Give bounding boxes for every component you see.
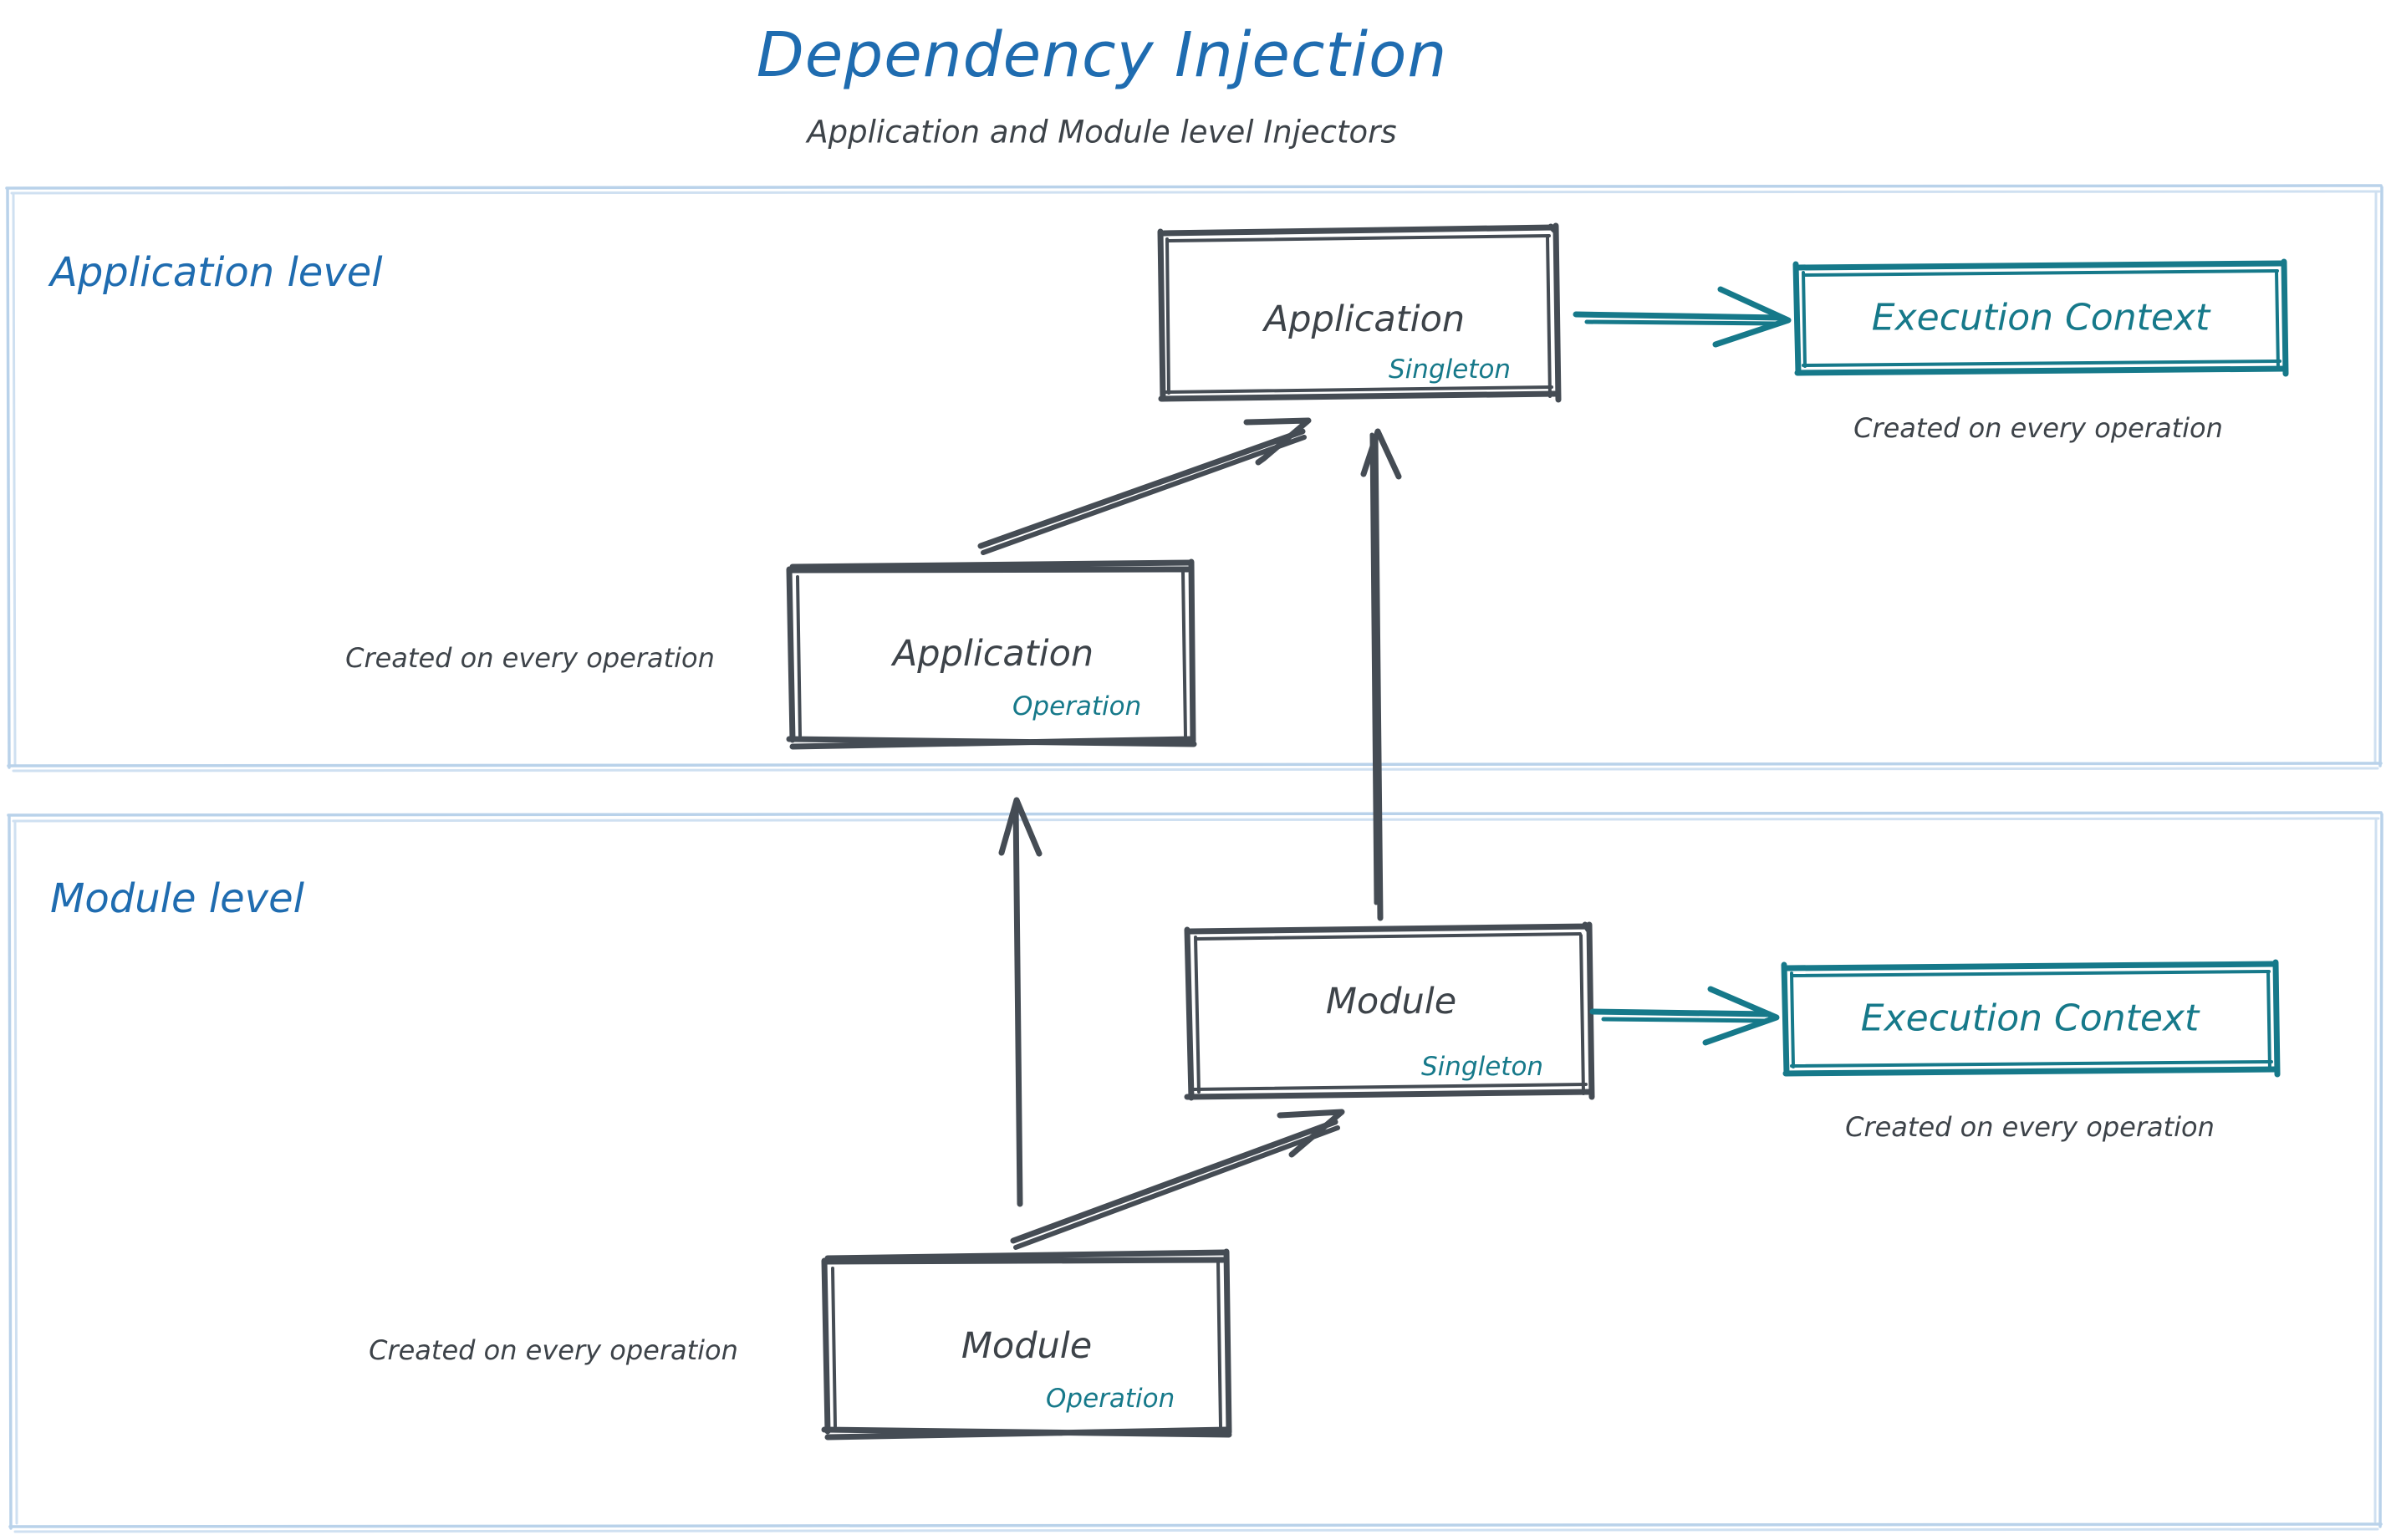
node-application-operation-caption: Created on every operation — [345, 642, 715, 674]
node-module-operation-tag: Operation — [1046, 1384, 1175, 1414]
node-application-operation-title: Application — [892, 633, 1094, 675]
node-execution-context-app-title: Execution Context — [1871, 296, 2210, 339]
node-execution-context-module-caption: Created on every operation — [1845, 1111, 2215, 1143]
edge-module-singleton-to-app-singleton — [1360, 428, 1402, 921]
node-application-operation-tag: Operation — [1012, 691, 1142, 722]
node-execution-context-module-title: Execution Context — [1860, 997, 2200, 1040]
node-application-singleton-frame — [1157, 222, 1562, 403]
edge-app-singleton-to-exec-context — [1573, 286, 1792, 348]
node-execution-context-app-frame — [1792, 258, 2289, 377]
page-subtitle: Application and Module level Injectors — [807, 114, 1397, 150]
panel-application-level-frame — [5, 184, 2383, 773]
page-title: Dependency Injection — [756, 19, 1448, 91]
node-module-operation-frame — [821, 1248, 1232, 1441]
node-module-singleton-tag: Singleton — [1421, 1052, 1544, 1082]
node-execution-context-app-caption: Created on every operation — [1853, 412, 2223, 444]
node-execution-context-module-frame — [1781, 959, 2281, 1078]
node-module-singleton-title: Module — [1325, 981, 1457, 1022]
panel-label-application-level: Application level — [50, 249, 383, 296]
edge-module-singleton-to-exec-context — [1589, 986, 1780, 1046]
node-application-operation-frame — [786, 558, 1197, 750]
panel-label-module-level: Module level — [50, 875, 304, 922]
panel-module-level-frame — [7, 811, 2383, 1533]
node-application-singleton-tag: Singleton — [1389, 354, 1512, 385]
node-module-operation-title: Module — [961, 1325, 1093, 1367]
node-application-singleton-title: Application — [1263, 298, 1466, 340]
edge-module-op-to-module-singleton — [1010, 1109, 1345, 1250]
edge-module-op-to-app-op — [998, 797, 1043, 1207]
node-module-operation-caption: Created on every operation — [369, 1334, 738, 1366]
edge-app-op-to-app-singleton — [977, 417, 1312, 555]
